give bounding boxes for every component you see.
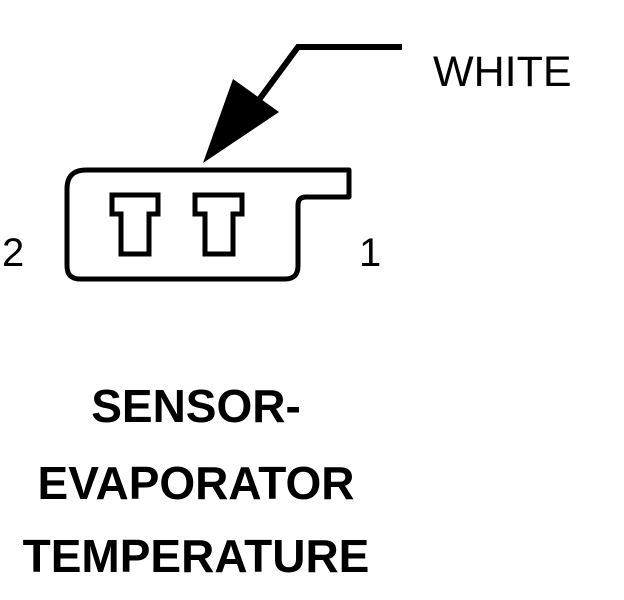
pin-number-right: 1 — [359, 231, 381, 275]
wire-color-label: WHITE — [433, 48, 572, 96]
terminal-cavity-right — [192, 192, 245, 257]
terminal-cavity-left — [109, 192, 161, 257]
caption-line-2: EVAPORATOR — [38, 457, 355, 509]
caption-line-1: SENSOR- — [91, 380, 301, 432]
caption-line-3: TEMPERATURE — [23, 530, 370, 582]
leader-arrowhead — [203, 79, 279, 163]
wire-color-leader — [203, 44, 402, 163]
leader-line — [247, 44, 402, 114]
pin-number-left: 2 — [2, 231, 24, 275]
